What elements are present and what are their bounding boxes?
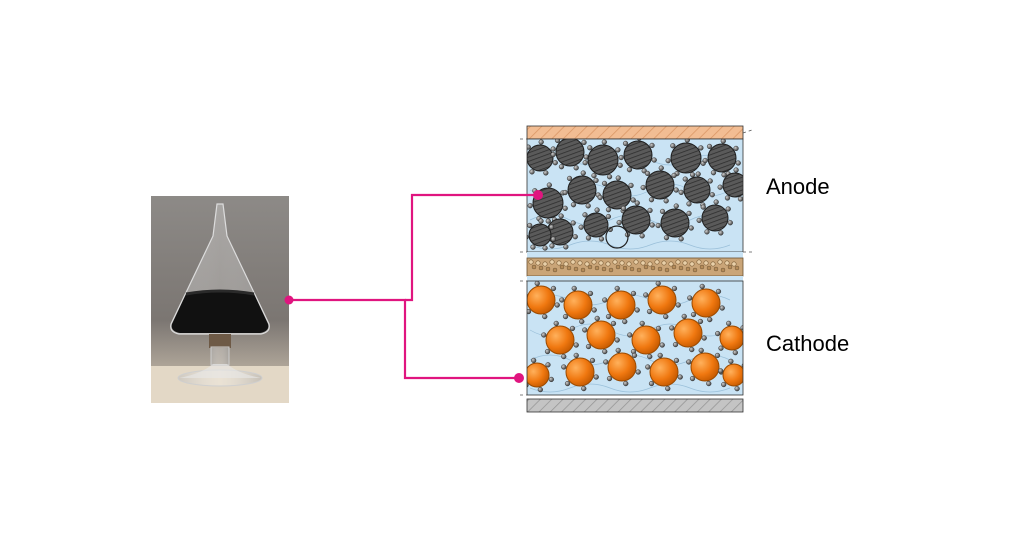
anode-layer: [527, 139, 743, 252]
anode-label: Anode: [766, 174, 830, 199]
carbon-powder-flask-photo: [151, 196, 289, 403]
anode-connector-dot: [533, 190, 543, 200]
connector-lines: [289, 193, 538, 380]
top-current-collector: [526, 125, 744, 140]
cathode-label: Cathode: [766, 331, 850, 356]
cathode-layer: [527, 281, 743, 395]
bottom-current-collector: [526, 398, 744, 413]
separator-layer: [526, 252, 744, 281]
cathode-connector-dot: [514, 373, 524, 383]
connector-origin-dot: [284, 295, 294, 305]
highlight-circle: [605, 225, 629, 249]
